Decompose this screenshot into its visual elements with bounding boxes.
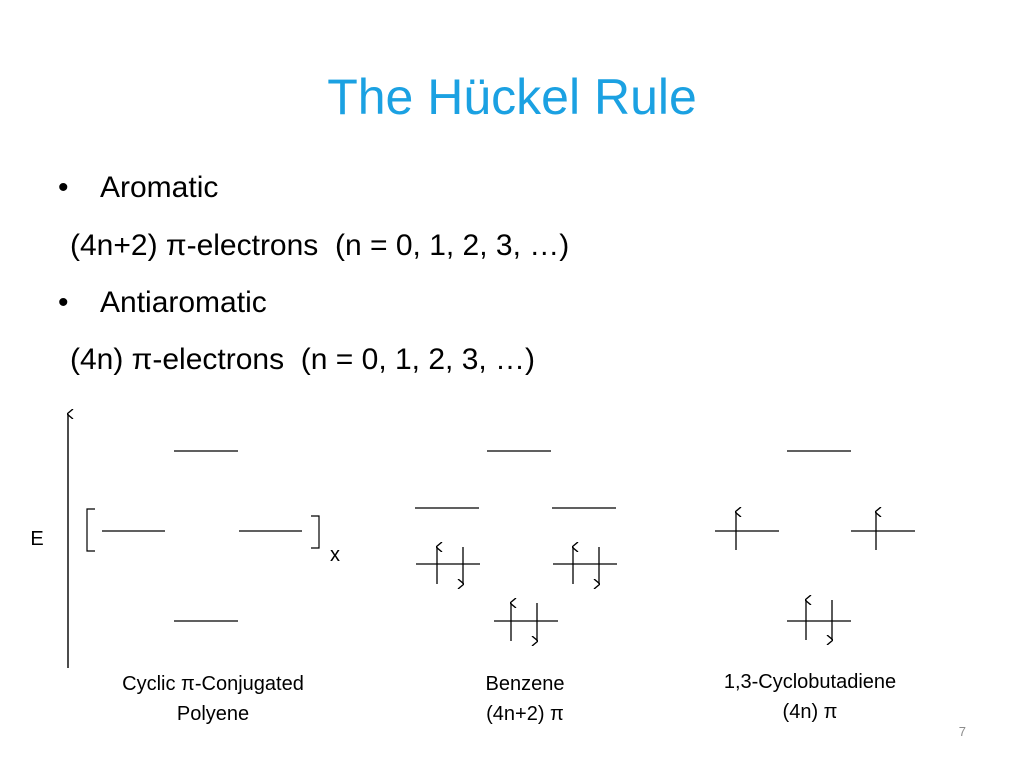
bullet-dot-icon: • xyxy=(58,286,69,319)
slide-title: The Hückel Rule xyxy=(327,69,697,125)
polyene-caption: Cyclic π-Conjugated Polyene xyxy=(93,669,333,729)
benzene-caption: Benzene (4n+2) π xyxy=(425,669,625,729)
left-bracket xyxy=(86,508,95,552)
energy-axis-label: E xyxy=(30,528,44,550)
right-bracket xyxy=(311,515,320,549)
degeneracy-label: x xyxy=(330,544,340,566)
bullet-dot-icon: • xyxy=(58,171,69,204)
cyclobutadiene-electrons xyxy=(736,512,876,640)
bullet-text: Antiaromatic xyxy=(100,286,267,319)
benzene-electrons xyxy=(437,547,599,641)
cyclobutadiene-caption: 1,3-Cyclobutadiene (4n) π xyxy=(690,667,930,727)
caption-line: Cyclic π-Conjugated xyxy=(122,673,304,695)
bullet-subtext: (4n) π-electrons (n = 0, 1, 2, 3, …) xyxy=(70,343,536,376)
caption-line: (4n) π xyxy=(782,701,838,723)
caption-line: 1,3-Cyclobutadiene xyxy=(723,671,897,693)
polyene-levels xyxy=(102,450,302,622)
bullet-text: Aromatic xyxy=(100,171,219,204)
caption-line: Polyene xyxy=(176,703,250,725)
benzene-levels xyxy=(415,450,617,622)
caption-line: (4n+2) π xyxy=(486,703,564,725)
cyclobutadiene-levels xyxy=(715,450,915,622)
bullet-subtext: (4n+2) π-electrons (n = 0, 1, 2, 3, …) xyxy=(70,229,570,262)
page-number: 7 xyxy=(958,724,966,739)
caption-line: Benzene xyxy=(485,673,565,695)
